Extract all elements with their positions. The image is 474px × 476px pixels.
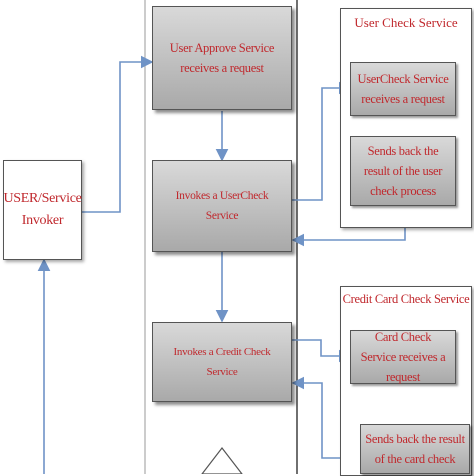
cardcheck-receive-label: Card Check Service receives a request: [360, 330, 446, 384]
user-invoker-label: USER/Service Invoker: [3, 191, 82, 228]
usercheck-receive-label: UserCheck Service receives a request: [357, 72, 449, 106]
approve-service-box: User Approve Service receives a request: [152, 6, 292, 110]
invoke-creditcheck-box: Invokes a Credit Check Service: [152, 322, 292, 402]
decision-triangle: [201, 447, 243, 474]
invoke-usercheck-label: Invokes a UserCheck Service: [175, 190, 269, 222]
arrow-invoker-to-approve: [82, 55, 154, 213]
cardcheck-sendback-label: Sends back the result of the card check: [365, 432, 465, 466]
creditcard-group-title: Credit Card Check Service: [342, 292, 470, 306]
invoke-usercheck-box: Invokes a UserCheck Service: [152, 160, 292, 252]
cardcheck-sendback-box: Sends back the result of the card check: [360, 424, 470, 474]
cardcheck-receive-box: Card Check Service receives a request: [350, 330, 456, 384]
usercheck-sendback-label: Sends back the result of the user check …: [363, 144, 443, 198]
arrow-invoke-to-cardcheck: [291, 339, 352, 363]
usercheck-group-title: User Check Service: [354, 15, 458, 30]
usercheck-sendback-box: Sends back the result of the user check …: [350, 136, 456, 206]
user-invoker-box: USER/Service Invoker: [3, 160, 82, 260]
arrow-invoke-to-usercheck: [291, 81, 352, 201]
usercheck-receive-box: UserCheck Service receives a request: [350, 62, 456, 116]
invoke-creditcheck-label: Invokes a Credit Check Service: [173, 346, 271, 378]
approve-service-label: User Approve Service receives a request: [169, 41, 275, 75]
